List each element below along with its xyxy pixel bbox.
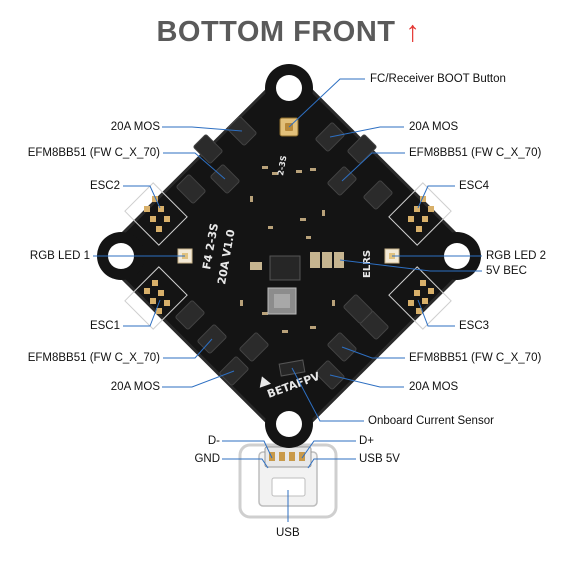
center-chips — [250, 252, 344, 377]
esc-pads — [144, 196, 434, 314]
mount-hole-top — [276, 75, 302, 101]
label-esc1: ESC1 — [89, 320, 120, 332]
pad-outlines — [124, 182, 452, 330]
label-efm-bottom-right: EFM8BB51 (FW C_X_70) — [409, 352, 542, 364]
label-mos-bottom-left: 20A MOS — [110, 381, 160, 393]
label-mos-top-right: 20A MOS — [409, 121, 459, 133]
label-usb: USB — [276, 527, 300, 539]
label-esc3: ESC3 — [459, 320, 490, 332]
esc4-pads — [408, 196, 434, 232]
label-efm-bottom-left: EFM8BB51 (FW C_X_70) — [27, 352, 160, 364]
label-efm-top-left: EFM8BB51 (FW C_X_70) — [27, 147, 160, 159]
label-efm-top-right: EFM8BB51 (FW C_X_70) — [409, 147, 542, 159]
esc3-pads — [408, 280, 434, 314]
title-text: BOTTOM FRONT — [156, 16, 396, 48]
silk-elrs: ELRS — [362, 250, 373, 278]
label-d-plus: D+ — [359, 435, 375, 447]
esc1-pads — [144, 280, 170, 314]
label-current-sensor: Onboard Current Sensor — [368, 415, 494, 427]
mount-hole-bottom — [276, 411, 302, 437]
label-esc2: ESC2 — [89, 180, 120, 192]
page-title: BOTTOM FRONT ↑ — [0, 16, 577, 49]
label-gnd: GND — [194, 453, 220, 465]
label-5v-bec: 5V BEC — [486, 265, 527, 277]
usb-tab — [238, 443, 338, 519]
label-usb-5v: USB 5V — [359, 453, 400, 465]
label-rgb-led-1: RGB LED 1 — [29, 250, 90, 262]
smd-components — [240, 166, 335, 333]
label-fc-boot: FC/Receiver BOOT Button — [370, 73, 506, 85]
up-arrow-icon: ↑ — [405, 16, 421, 48]
label-rgb-led-2: RGB LED 2 — [486, 250, 547, 262]
label-esc4: ESC4 — [459, 180, 490, 192]
leader-lines — [93, 78, 482, 522]
label-d-minus: D- — [207, 435, 220, 447]
silk-top: 2-3S — [276, 155, 288, 177]
esc2-pads — [144, 196, 170, 232]
label-mos-bottom-right: 20A MOS — [409, 381, 459, 393]
label-mos-top-left: 20A MOS — [110, 121, 160, 133]
